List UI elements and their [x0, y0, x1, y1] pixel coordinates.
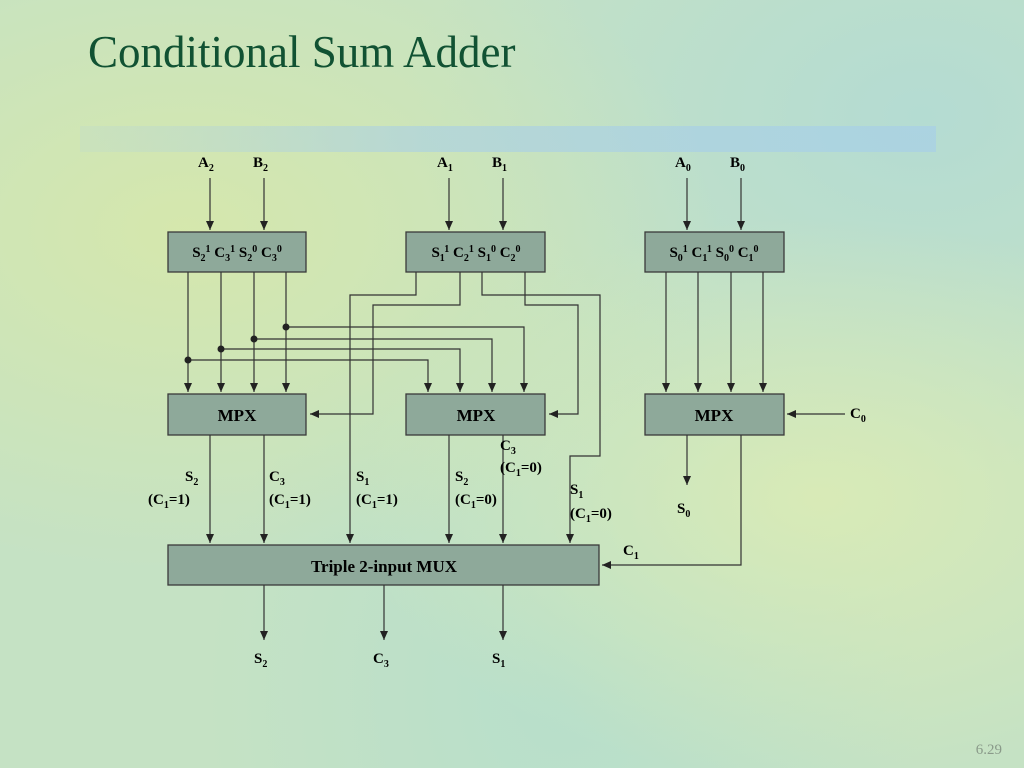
input-wires	[206, 178, 745, 230]
final-output-c3: C3	[373, 651, 389, 670]
input-label-b1: B1	[492, 155, 507, 174]
adder-block-0-label: S01 C11 S00 C10	[669, 244, 758, 264]
final-output-s2: S2	[254, 651, 267, 670]
out-label-s0: S0	[677, 501, 690, 520]
final-output-s1: S1	[492, 651, 505, 670]
triple-mux-label: Triple 2-input MUX	[311, 557, 458, 576]
block0-wires	[662, 272, 845, 418]
input-label-b2: B2	[253, 155, 268, 174]
adder-block-1	[405, 231, 546, 273]
out-cond-s1-c1: (C1=1)	[356, 492, 398, 511]
out-cond-c3-c1: (C1=1)	[269, 492, 311, 511]
input-label-a1: A1	[437, 155, 453, 174]
mux-select-label: C1	[623, 543, 639, 562]
mpx-right	[644, 393, 785, 436]
block2-wires	[184, 272, 528, 392]
slide-title: Conditional Sum Adder	[88, 27, 516, 77]
adder-block-2-label: S21 C31 S20 C30	[192, 244, 282, 264]
out-label-s1-c1: S1	[356, 469, 369, 488]
adder-block-2	[167, 231, 307, 273]
out-label-s1-c0: S1	[570, 482, 583, 501]
out-label-c3-c0: C3	[500, 438, 516, 457]
mux-output-wires	[260, 585, 507, 640]
carry-in-label: C0	[850, 406, 866, 425]
input-label-a2: A2	[198, 155, 214, 174]
out-cond-c3-c0: (C1=0)	[500, 460, 542, 479]
out-cond-s2-c1: (C1=1)	[148, 492, 190, 511]
out-label-c3-c1: C3	[269, 469, 285, 488]
mpx-output-labels: S2 (C1=1) C3 (C1=1) S1 (C1=1) S2 (C1=0) …	[148, 438, 690, 525]
adder-block-0	[644, 231, 785, 273]
block1-wires	[310, 272, 601, 543]
input-label-b0: B0	[730, 155, 745, 174]
decorative-band	[80, 126, 936, 152]
mpx-right-label: MPX	[695, 406, 734, 425]
mpx-left	[167, 393, 307, 436]
input-label-a0: A0	[675, 155, 691, 174]
out-cond-s2-c0: (C1=0)	[455, 492, 497, 511]
out-label-s2-c0: S2	[455, 469, 468, 488]
out-cond-s1-c0: (C1=0)	[570, 506, 612, 525]
page-number: 6.29	[975, 742, 1002, 758]
adder-block-1-label: S11 C21 S10 C20	[431, 244, 520, 264]
mpx-output-wires	[206, 435, 742, 569]
triple-mux	[167, 544, 600, 586]
mpx-left-label: MPX	[218, 406, 257, 425]
mpx-middle	[405, 393, 546, 436]
mpx-middle-label: MPX	[457, 406, 496, 425]
out-label-s2-c1: S2	[185, 469, 198, 488]
